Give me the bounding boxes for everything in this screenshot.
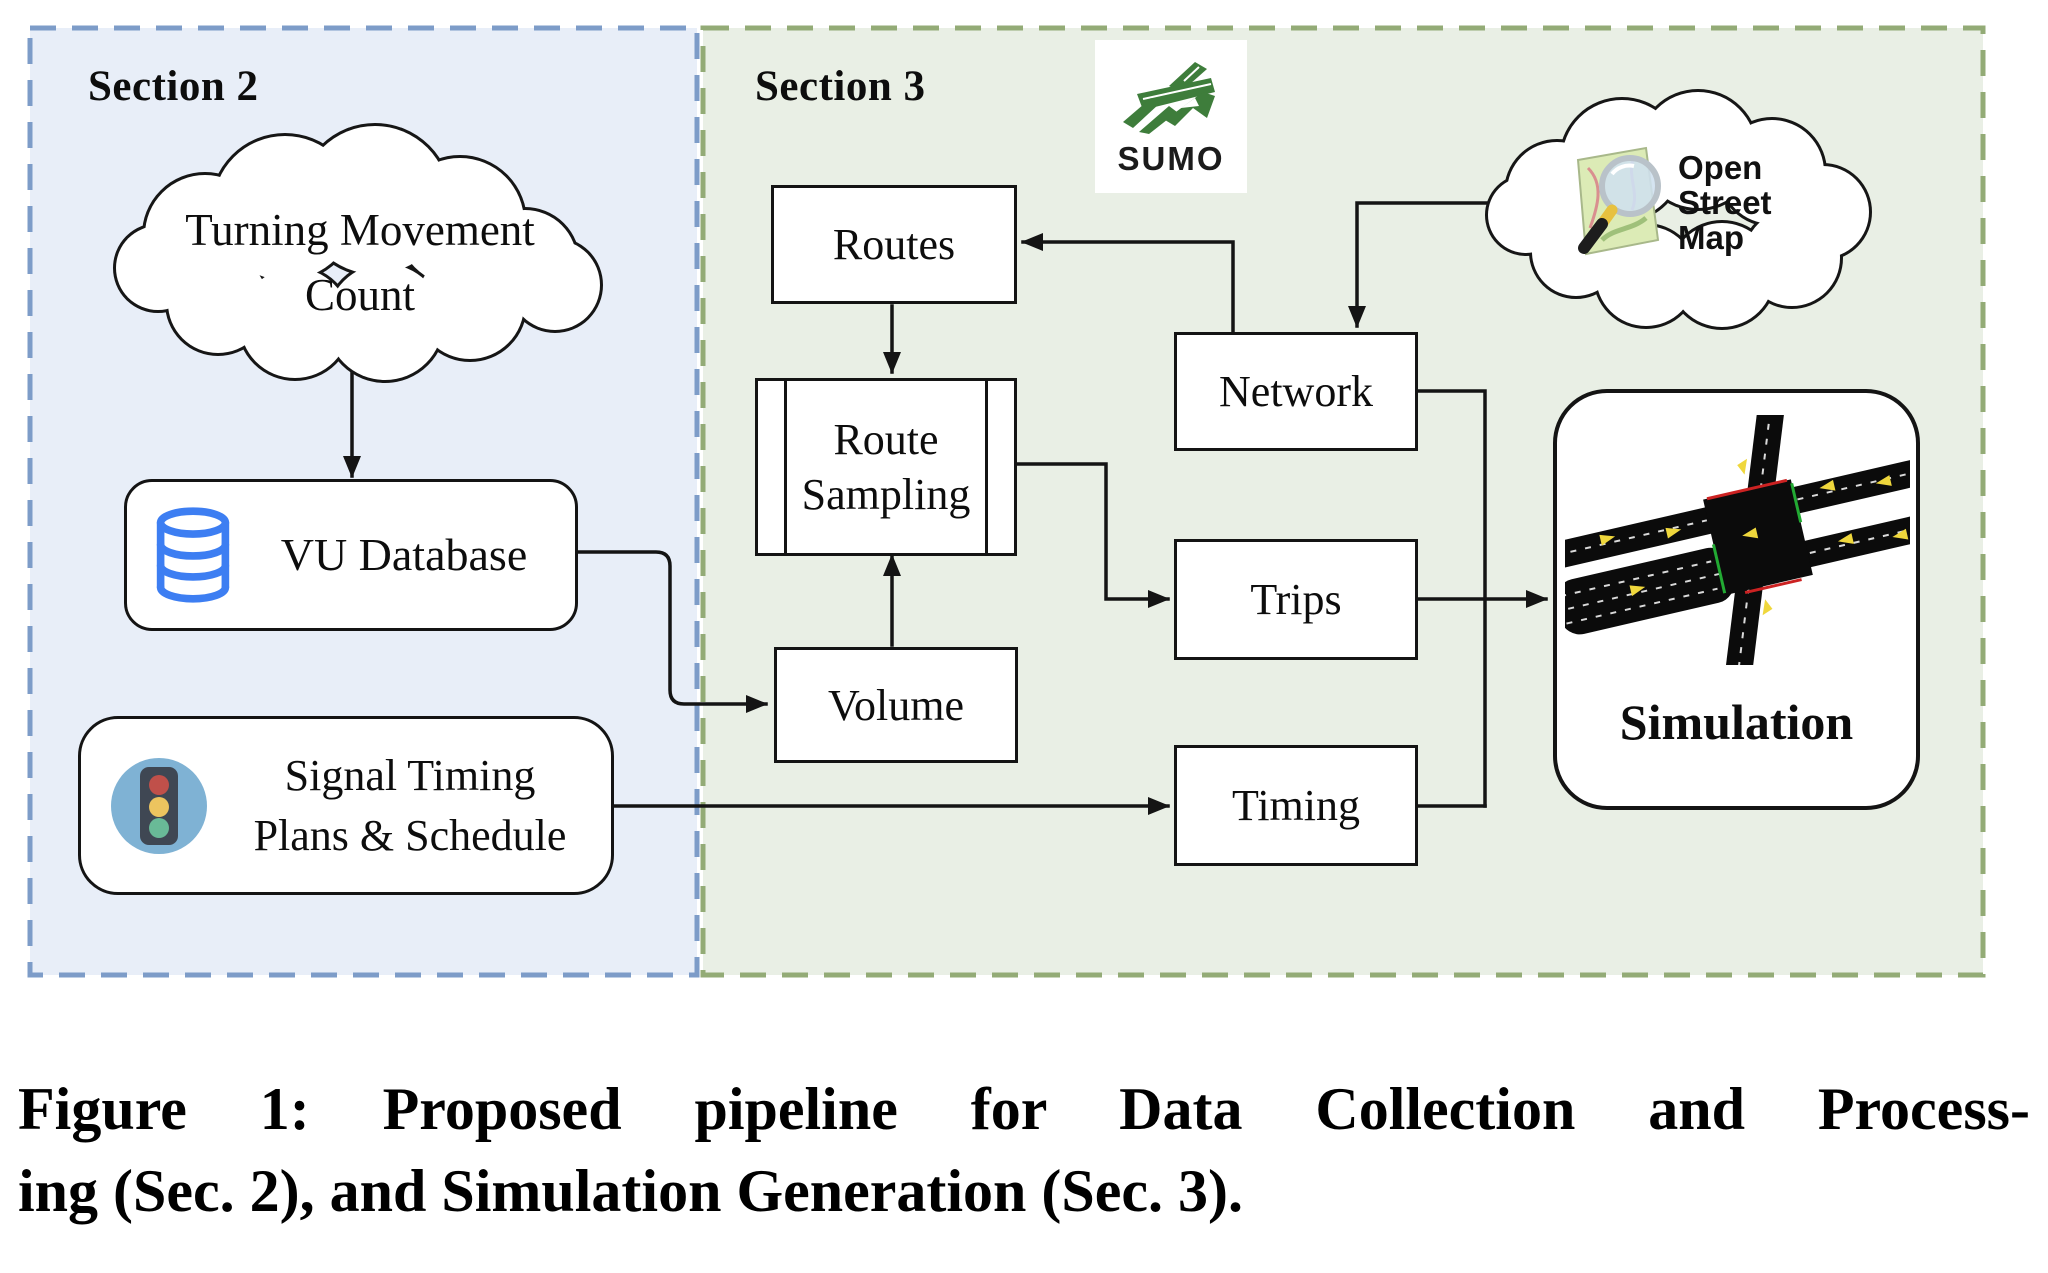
line-network-to-junction [1416, 389, 1487, 808]
timing-node: Timing [1174, 745, 1418, 866]
sumo-logo: SUMO [1095, 40, 1247, 193]
volume-label: Volume [827, 680, 965, 730]
arrow-osm-to-network [1348, 201, 1492, 328]
route-sampling-left-bar [784, 381, 787, 553]
signal-timing-node: Signal Timing Plans & Schedule [78, 716, 614, 895]
timing-label: Timing [1231, 781, 1360, 830]
routes-label: Routes [832, 220, 956, 269]
signal-line2: Plans & Schedule [253, 810, 567, 860]
volume-node: Volume [774, 647, 1018, 763]
sumo-logo-text: SUMO [1117, 139, 1225, 177]
trips-label: Trips [1250, 575, 1342, 624]
signal-line1: Signal Timing [284, 751, 536, 801]
simulation-node: Simulation [1553, 389, 1920, 810]
osm-line2: Street [1678, 183, 1772, 221]
tmc-cloud-fill [116, 126, 600, 380]
arrow-network-to-routes [1021, 233, 1235, 336]
connector-arrows [343, 201, 1548, 815]
simulation-label: Simulation [1619, 694, 1854, 750]
vu-database-label: VU Database [280, 529, 528, 581]
network-label: Network [1219, 367, 1373, 416]
arrow-sampling-to-trips [1015, 462, 1170, 608]
section3-label: Section 3 [755, 63, 926, 110]
vu-database-node: VU Database [124, 479, 578, 631]
network-node: Network [1174, 332, 1418, 451]
signal-timing-label: Signal Timing Plans & Schedule [209, 746, 611, 865]
osm-line3: Map [1678, 218, 1744, 256]
sumo-logo-icon [1123, 61, 1215, 134]
arrow-vudb-to-volume [576, 550, 768, 713]
trips-node: Trips [1174, 539, 1418, 660]
section2-label: Section 2 [88, 63, 259, 110]
intersection-graphic [1565, 415, 1910, 665]
routes-node: Routes [771, 185, 1017, 304]
osm-cloud-node: Open Street Map [1678, 149, 1772, 256]
route-sampling-line2: Sampling [801, 470, 971, 519]
tmc-cloud-node: Turning Movement Count [140, 198, 580, 329]
caption-line2: ing (Sec. 2), and Simulation Generation … [18, 1158, 1243, 1225]
database-icon [156, 507, 230, 603]
osm-line1: Open [1678, 149, 1763, 186]
caption-line1: Figure 1: Proposed pipeline for Data Col… [18, 1076, 2030, 1142]
tmc-line2: Count [304, 270, 416, 321]
traffic-light-icon [111, 757, 207, 854]
route-sampling-right-bar [985, 381, 988, 553]
osm-logo-icon [1576, 146, 1661, 256]
tmc-line1: Turning Movement [185, 205, 535, 255]
figure-caption: Figure 1: Proposed pipeline for Data Col… [18, 1068, 2030, 1232]
route-sampling-label: Route Sampling [802, 412, 971, 522]
route-sampling-line1: Route [833, 415, 939, 464]
route-sampling-node: Route Sampling [755, 378, 1017, 556]
